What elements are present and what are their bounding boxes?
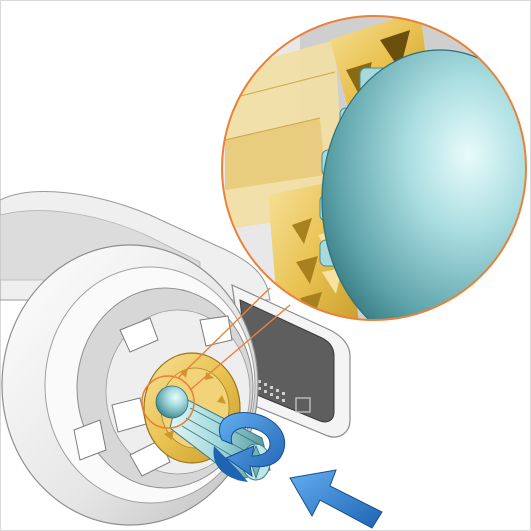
rotate-arrow-icon <box>213 412 286 482</box>
callout-line-2 <box>189 304 291 391</box>
zoom-detail <box>221 15 527 321</box>
push-arrow-icon <box>289 469 383 529</box>
internal-clips <box>73 315 233 477</box>
connector-pins <box>258 380 311 413</box>
knob <box>155 385 189 419</box>
connector-panel-inner <box>239 299 335 423</box>
callout-line-1 <box>177 287 271 379</box>
callout-source-circle <box>141 375 195 429</box>
zoom-border <box>221 15 527 321</box>
housing-assembly <box>0 191 351 526</box>
